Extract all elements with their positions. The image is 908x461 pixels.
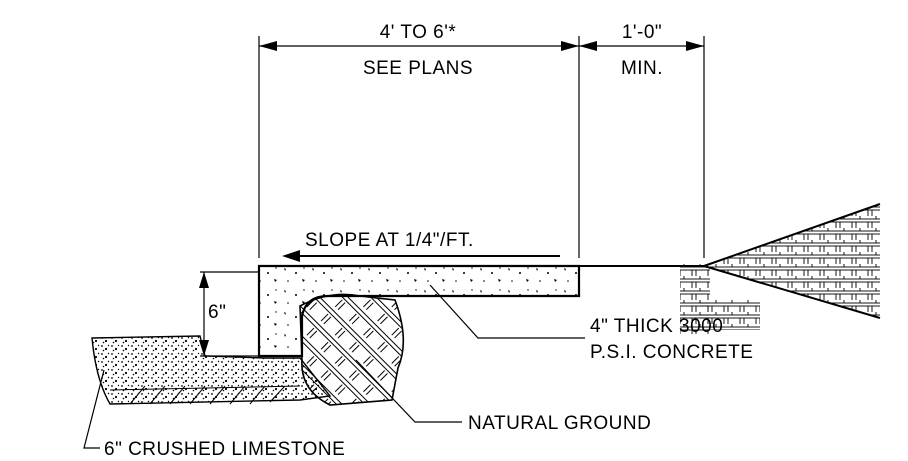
limestone-underhatch bbox=[129, 385, 286, 405]
thickness-label: 6" bbox=[208, 302, 226, 323]
limestone-leader bbox=[83, 369, 105, 449]
concrete-slab bbox=[257, 264, 581, 358]
width-label-line1: 4' TO 6'* bbox=[380, 22, 457, 43]
offset-label-line1: 1'-0" bbox=[622, 22, 662, 43]
ground-leader bbox=[355, 359, 462, 423]
width-dimension bbox=[259, 41, 579, 51]
limestone-label: 6" CRUSHED LIMESTONE bbox=[104, 439, 345, 460]
embankment bbox=[680, 203, 881, 334]
width-label-line2: SEE PLANS bbox=[363, 58, 473, 79]
slope-label: SLOPE AT 1/4"/FT. bbox=[305, 230, 474, 251]
concrete-label-line1: 4" THICK 3000 bbox=[590, 316, 723, 337]
offset-label-line2: MIN. bbox=[621, 58, 663, 79]
ground-label: NATURAL GROUND bbox=[468, 413, 651, 434]
concrete-label-line2: P.S.I. CONCRETE bbox=[590, 342, 753, 363]
concrete-leader bbox=[429, 284, 585, 339]
slope-arrow bbox=[282, 250, 560, 262]
thickness-dimension bbox=[199, 271, 259, 357]
offset-dimension bbox=[579, 41, 704, 51]
